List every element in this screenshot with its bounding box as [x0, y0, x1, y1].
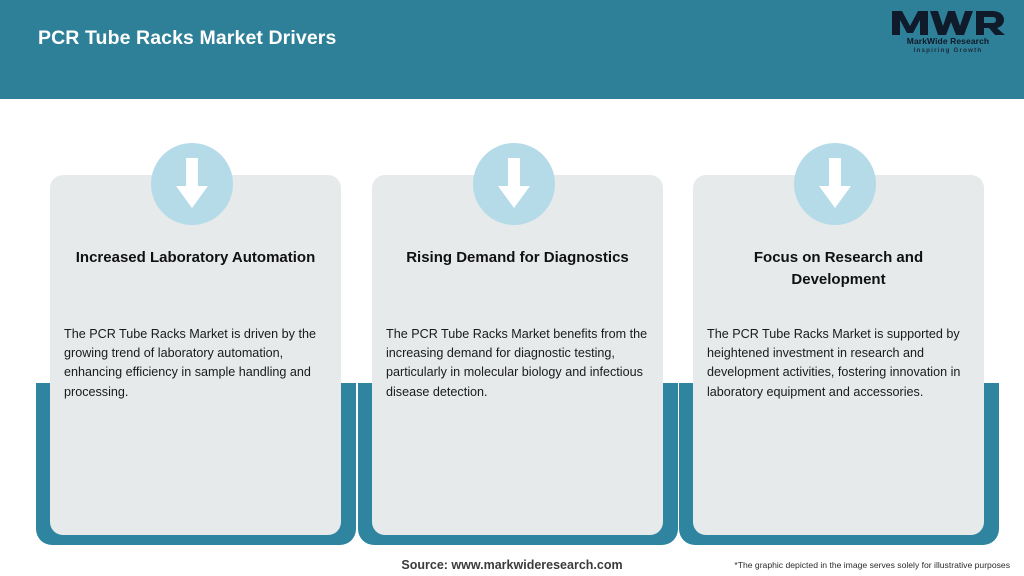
source-label: Source: www.markwideresearch.com	[401, 558, 623, 572]
header-band: PCR Tube Racks Market Drivers MarkWide R…	[0, 0, 1024, 99]
card-panel: Focus on Research and Development The PC…	[693, 175, 984, 535]
card-title: Focus on Research and Development	[753, 249, 924, 288]
card-body-text: The PCR Tube Racks Market benefits from …	[386, 327, 648, 399]
logo-tagline: Inspiring Growth	[913, 47, 983, 54]
down-arrow-icon	[794, 143, 876, 225]
card-title: Increased Laboratory Automation	[75, 249, 316, 266]
down-arrow-icon	[473, 143, 555, 225]
down-arrow-icon	[151, 143, 233, 225]
logo-company-name: MarkWide Research	[906, 36, 990, 46]
card-body-text: The PCR Tube Racks Market is supported b…	[707, 327, 961, 399]
card-title: Rising Demand for Diagnostics	[406, 249, 629, 266]
disclaimer-note: *The graphic depicted in the image serve…	[734, 560, 1010, 570]
page-title: PCR Tube Racks Market Drivers	[38, 27, 337, 49]
card-panel: Increased Laboratory Automation The PCR …	[50, 175, 341, 535]
card-body-text: The PCR Tube Racks Market is driven by t…	[64, 327, 316, 399]
card-panel: Rising Demand for Diagnostics The PCR Tu…	[372, 175, 663, 535]
mwr-monogram-icon	[886, 7, 1010, 37]
brand-logo: MarkWide Research Inspiring Growth	[886, 7, 1010, 59]
